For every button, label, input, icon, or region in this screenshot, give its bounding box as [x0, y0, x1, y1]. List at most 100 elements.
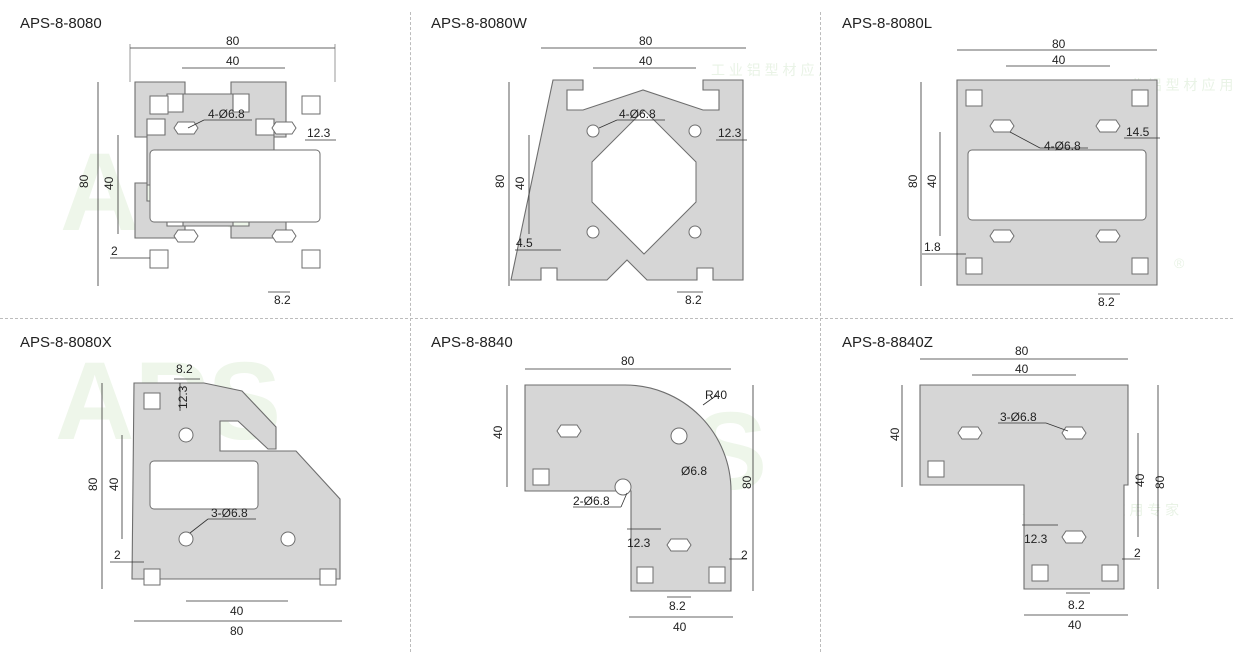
dim-slot-right: 14.5 — [1126, 125, 1150, 139]
dim-top: 80 — [226, 34, 240, 48]
panel-divider-horizontal — [0, 318, 1233, 319]
dim-top: 80 — [639, 34, 653, 48]
corner-slot — [149, 95, 169, 115]
profile-drawing: 工 业 铝 型 材 应 用 专 家 80 40 80 40 4-Ø6.8 12.… — [493, 34, 821, 307]
dim-wall: 2 — [111, 244, 118, 258]
dim-left: 80 — [86, 477, 100, 491]
center-hole — [586, 225, 600, 239]
dim-slot-bottom: 8.2 — [1098, 295, 1115, 309]
center-hole — [271, 121, 297, 135]
corner-slot — [143, 568, 161, 586]
center-hole — [614, 478, 632, 496]
dim-radius: R40 — [705, 388, 727, 402]
dim-hole: 3-Ø6.8 — [1000, 410, 1037, 424]
panel-divider-vertical — [410, 12, 411, 652]
panel-divider-vertical — [820, 12, 821, 652]
dim-hole: 4-Ø6.8 — [1044, 139, 1081, 153]
dim-top: 80 — [1015, 344, 1029, 358]
profile-drawing: APS 80 R40 40 Ø6.8 2-Ø6.8 12.3 2 80 — [491, 354, 767, 634]
center-hole — [280, 531, 296, 547]
dim-left: 80 — [77, 174, 91, 188]
center-hole — [666, 538, 692, 552]
corner-slot — [319, 568, 337, 586]
corner-slot — [532, 468, 550, 486]
panel-aps-8-8840z: APS-8-8840Z 工 业 铝 型 材 应 用 专 家 80 40 40 3… — [822, 319, 1232, 646]
center-hole — [989, 119, 1015, 133]
dim-inner-left: 40 — [107, 477, 121, 491]
corner-slot — [149, 249, 169, 269]
dim-left: 40 — [888, 427, 902, 441]
dim-slot-depth: 12.3 — [627, 536, 651, 550]
core-cavity — [591, 109, 697, 255]
dim-slot-depth: 12.3 — [1024, 532, 1048, 546]
dim-slot-bottom: 8.2 — [1068, 598, 1085, 612]
profile-drawing: APS 80 40 80 40 4-Ø6.8 12.3 — [60, 34, 336, 307]
dim-hole: 2-Ø6.8 — [573, 494, 610, 508]
center-hole — [173, 229, 199, 243]
panel-aps-8-8840: APS-8-8840 APS 80 R40 40 Ø6.8 2-Ø6.8 12.… — [411, 319, 821, 646]
core-cavity — [967, 149, 1147, 221]
center-hole — [173, 121, 199, 135]
dim-hole: 4-Ø6.8 — [619, 107, 656, 121]
dim-left: 80 — [493, 174, 507, 188]
corner-slot — [708, 566, 726, 584]
dim-wall: 4.5 — [516, 236, 533, 250]
panel-title: APS-8-8080W — [431, 15, 527, 32]
corner-slot — [301, 95, 321, 115]
corner-slot — [965, 89, 983, 107]
center-hole — [178, 531, 194, 547]
dim-hole-single: Ø6.8 — [681, 464, 707, 478]
dim-left: 80 — [906, 174, 920, 188]
center-hole — [957, 426, 983, 440]
dim-inner-bottom: 40 — [230, 604, 244, 618]
dim-slot-top: 8.2 — [176, 362, 193, 376]
panel-aps-8-8080x: APS-8-8080X APS 8.2 12.3 80 40 3-Ø6.8 2 … — [0, 319, 410, 646]
panel-title: APS-8-8080X — [20, 334, 112, 351]
dim-left: 40 — [491, 425, 505, 439]
panel-aps-8-8080w: APS-8-8080W 工 业 铝 型 材 应 用 专 家 80 40 80 4… — [411, 0, 821, 327]
dim-inner-top: 40 — [226, 54, 240, 68]
dim-inner-right: 40 — [1133, 473, 1147, 487]
registered-mark: ® — [1174, 255, 1185, 271]
center-hole — [688, 124, 702, 138]
dim-slot-right: 12.3 — [307, 126, 331, 140]
center-hole — [1061, 426, 1087, 440]
dim-hole: 3-Ø6.8 — [211, 506, 248, 520]
center-hole — [556, 424, 582, 438]
dim-top: 80 — [621, 354, 635, 368]
dim-bottom: 80 — [230, 624, 244, 638]
panel-title: APS-8-8080L — [842, 15, 933, 32]
profile-drawing: 工 业 铝 型 材 应 用 专 家 80 40 80 40 4-Ø6.8 14.… — [906, 37, 1232, 309]
center-hole — [670, 427, 688, 445]
center-hole — [1061, 530, 1087, 544]
dim-inner-left: 40 — [513, 176, 527, 190]
corner-slot — [1131, 89, 1149, 107]
dim-inner-left: 40 — [102, 176, 116, 190]
corner-slot — [1131, 257, 1149, 275]
center-hole — [688, 225, 702, 239]
dim-right: 80 — [740, 475, 754, 489]
panel-title: APS-8-8080 — [20, 15, 102, 32]
corner-slot — [1031, 564, 1049, 582]
dim-inner-top: 40 — [1015, 362, 1029, 376]
panel-aps-8-8080: APS-8-8080 APS 80 40 80 40 4-Ø6.8 — [0, 0, 410, 327]
corner-slot — [143, 392, 161, 410]
dim-slot-bottom: 8.2 — [685, 293, 702, 307]
dim-bottom: 40 — [673, 620, 687, 634]
dim-inner-top: 40 — [1052, 53, 1066, 67]
panel-aps-8-8080l: APS-8-8080L 工 业 铝 型 材 应 用 专 家 80 40 80 4… — [822, 0, 1232, 327]
center-hole — [1095, 119, 1121, 133]
center-hole — [1095, 229, 1121, 243]
dim-slot-bottom: 8.2 — [274, 293, 291, 307]
corner-slot — [1101, 564, 1119, 582]
core-cavity — [149, 149, 321, 223]
corner-slot — [301, 249, 321, 269]
center-hole — [271, 229, 297, 243]
dim-top: 80 — [1052, 37, 1066, 51]
panel-title: APS-8-8840 — [431, 334, 513, 351]
dim-slot-right: 12.3 — [718, 126, 742, 140]
corner-slot — [927, 460, 945, 478]
center-hole — [989, 229, 1015, 243]
dim-bottom: 40 — [1068, 618, 1082, 632]
